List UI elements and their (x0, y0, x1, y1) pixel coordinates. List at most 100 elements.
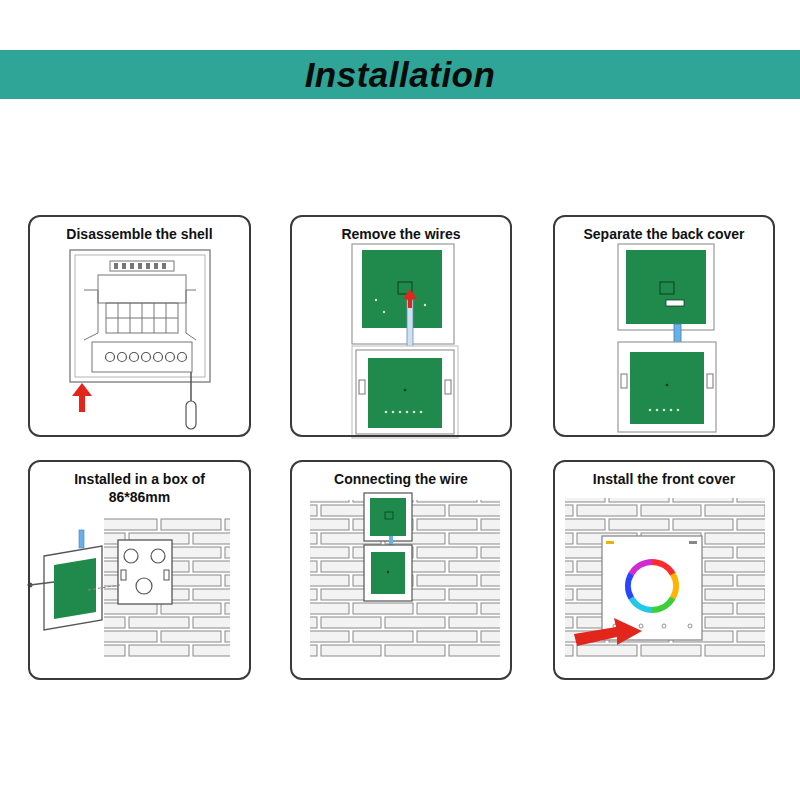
back-module (352, 346, 458, 438)
touch-panel (639, 624, 643, 628)
wall-box (124, 549, 138, 563)
back-module (630, 352, 704, 424)
back-module (30, 582, 54, 585)
back-module (707, 374, 713, 388)
back-module (387, 571, 389, 573)
front-module (618, 244, 714, 330)
front-module (660, 282, 674, 294)
shell-back (92, 342, 192, 372)
shell-back (146, 263, 150, 269)
front-module (618, 244, 714, 330)
red-arrow (408, 298, 412, 308)
shell-back (70, 250, 210, 382)
shell-back (84, 290, 98, 340)
back-module (385, 411, 388, 414)
step-panel: Separate the back cover (553, 215, 775, 437)
wall-box (121, 570, 126, 580)
title-banner (0, 50, 800, 99)
step-title: Installed in a box of 86*86mm (65, 470, 215, 506)
shell-back (106, 318, 178, 319)
step-panel: Disassemble the shell (28, 215, 251, 437)
back-module (445, 380, 451, 394)
shell-back (178, 353, 187, 362)
shell-back (110, 261, 174, 271)
step-panel: Connecting the wire (290, 460, 512, 680)
back-module (666, 384, 669, 387)
front-module (362, 250, 442, 328)
back-module (618, 342, 716, 432)
red-arrow (403, 289, 417, 299)
step-panel: Installed in a box of 86*86mm (28, 460, 251, 680)
back-module (352, 346, 458, 438)
step-panel: Install the front cover (553, 460, 775, 680)
page-title: Installation (0, 50, 800, 99)
front-module (626, 250, 706, 324)
back-module (618, 342, 716, 432)
shell-back (98, 275, 186, 303)
wall-box (151, 549, 165, 563)
shell-back (142, 353, 151, 362)
touch-panel (689, 541, 697, 544)
front-module (364, 493, 412, 541)
front-module (370, 498, 406, 536)
back-module (54, 558, 96, 619)
front-module (424, 304, 426, 306)
back-module (677, 409, 680, 412)
back-module (28, 530, 121, 630)
screwdriver (190, 372, 192, 402)
shell-back (118, 353, 127, 362)
back-module (413, 411, 416, 414)
shell-back (138, 263, 142, 269)
red-arrow (72, 383, 92, 412)
back-module (44, 546, 102, 630)
back-module (663, 409, 666, 412)
touch-panel (606, 541, 614, 544)
shell-back (162, 263, 166, 269)
wall-box (164, 570, 169, 580)
back-module (88, 585, 120, 590)
back-module (79, 530, 84, 548)
brick-wall (104, 518, 230, 658)
touch-panel (619, 553, 685, 619)
step-title: Connecting the wire (296, 470, 506, 488)
red-arrow (574, 618, 642, 646)
screwdriver (186, 372, 196, 429)
screwdriver (186, 401, 196, 429)
front-module (385, 512, 393, 519)
back-module (356, 350, 454, 434)
shell-back (186, 290, 196, 340)
shell-back (154, 263, 158, 269)
front-module (383, 311, 385, 313)
back-module (364, 545, 412, 601)
front-module (666, 300, 684, 306)
shell-back (114, 263, 118, 269)
wall-box (118, 540, 172, 604)
shell-back (166, 353, 175, 362)
touch-panel (688, 624, 692, 628)
shell-back (75, 255, 205, 377)
back-module (359, 380, 365, 394)
red-arrow (72, 383, 92, 396)
front-module (352, 244, 454, 344)
front-module (352, 244, 454, 344)
front-module (364, 493, 412, 541)
back-module (368, 358, 442, 428)
back-module (406, 411, 409, 414)
back-module (399, 411, 402, 414)
step-title: Separate the back cover (558, 225, 770, 243)
step-title: Disassemble the shell (35, 225, 245, 243)
back-module (371, 552, 405, 594)
shell-back (122, 263, 126, 269)
shell-back (70, 250, 210, 382)
touch-panel (619, 553, 685, 619)
red-arrow (403, 289, 417, 308)
step-panel: Remove the wires (290, 215, 512, 437)
back-module (420, 411, 423, 414)
back-module (656, 409, 659, 412)
red-arrow (79, 394, 85, 412)
back-module (649, 409, 652, 412)
back-module (392, 411, 395, 414)
front-module (375, 299, 377, 301)
